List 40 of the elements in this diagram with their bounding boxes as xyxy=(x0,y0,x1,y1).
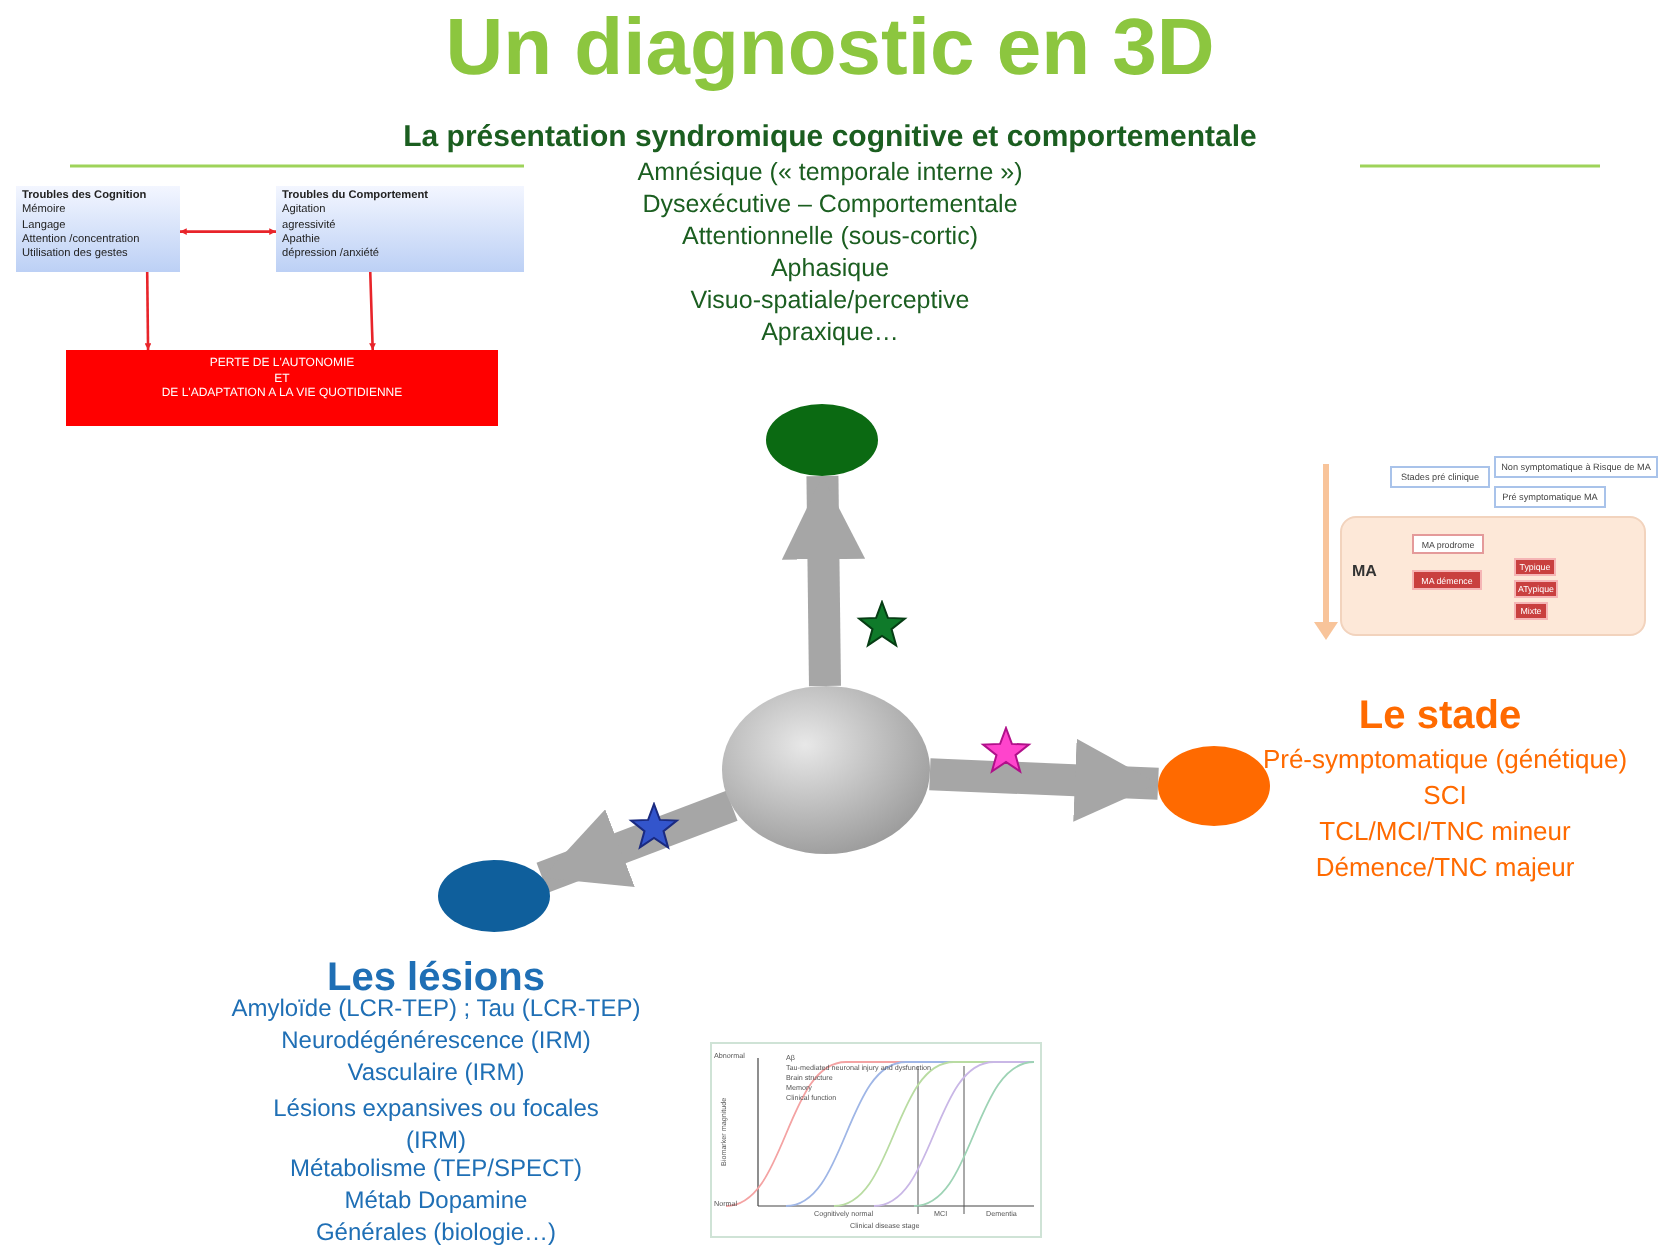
list-item: Lésions expansives ou focales (IRM) xyxy=(271,1092,601,1156)
list-item: Dysexécutive – Comportementale xyxy=(640,190,1020,219)
list-item: Amnésique (« temporale interne ») xyxy=(635,158,1025,187)
list-item: Visuo-spatiale/perceptive xyxy=(688,286,972,315)
section-heading: Le stade xyxy=(1356,694,1524,740)
list-item: Neurodégénérescence (IRM) xyxy=(279,1028,593,1056)
list-item: Démence/TNC majeur xyxy=(1313,854,1577,884)
info-box xyxy=(276,186,524,272)
panel-heading: MA xyxy=(1352,562,1377,580)
title: Un diagnostic en 3D xyxy=(443,4,1217,94)
thick-arrow xyxy=(536,790,738,893)
section-heading: La présentation syndromique cognitive et comportementale xyxy=(401,120,1259,155)
stage-box xyxy=(1514,580,1558,598)
stage-box xyxy=(1390,466,1490,488)
stage-panel xyxy=(1340,516,1646,636)
arrow xyxy=(180,228,276,235)
list-item: Métabolisme (TEP/SPECT) xyxy=(287,1156,585,1184)
stage-box xyxy=(1412,534,1484,554)
stage-box xyxy=(1514,602,1548,620)
stage-box xyxy=(1494,456,1658,478)
list-item: Apraxique… xyxy=(759,318,901,347)
thick-arrow xyxy=(929,738,1159,822)
list-item: Attentionnelle (sous-cortic) xyxy=(680,222,980,251)
list-item: Générales (biologie…) xyxy=(313,1220,559,1248)
section-heading: Les lésions xyxy=(327,956,545,1000)
list-item: Pré-symptomatique (génétique) xyxy=(1260,746,1630,776)
list-item: TCL/MCI/TNC mineur xyxy=(1317,818,1573,848)
arrow xyxy=(368,271,376,351)
list-item: Vasculaire (IRM) xyxy=(345,1060,527,1088)
list-item: Amyloïde (LCR-TEP) ; Tau (LCR-TEP) xyxy=(229,996,643,1024)
thick-arrow xyxy=(781,475,866,687)
outcome-box xyxy=(66,350,498,426)
info-box xyxy=(16,186,180,272)
stage-box xyxy=(1514,558,1556,576)
list-item: SCI xyxy=(1421,782,1469,812)
stage-box xyxy=(1412,570,1482,590)
stage-box xyxy=(1494,486,1606,508)
list-item: Aphasique xyxy=(768,254,892,283)
arrow xyxy=(144,272,152,350)
list-item: Métab Dopamine xyxy=(342,1188,530,1216)
